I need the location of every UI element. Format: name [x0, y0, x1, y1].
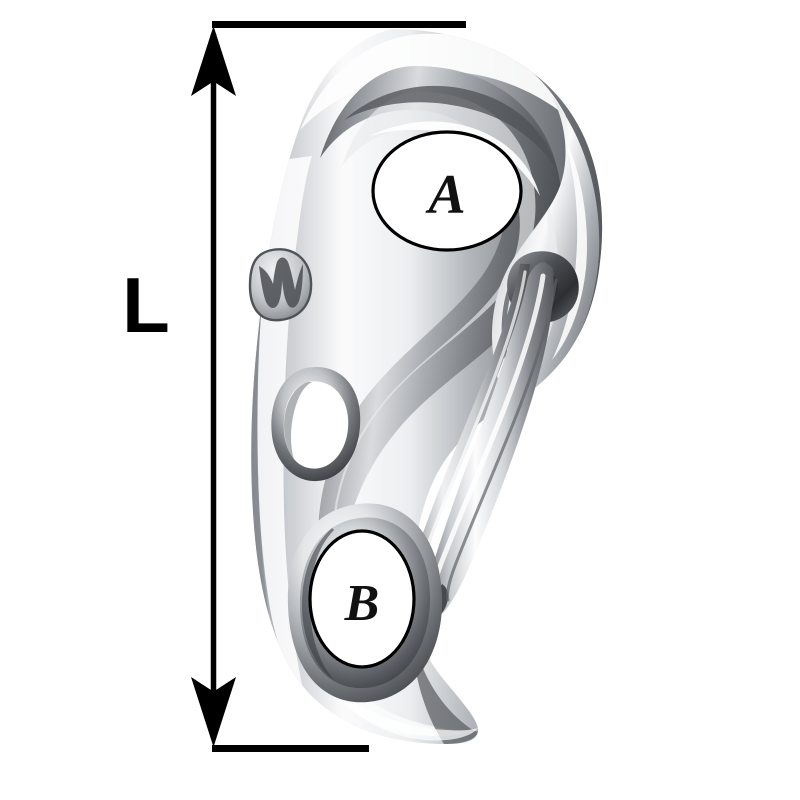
inner-channel: [318, 66, 563, 648]
lower-right-shadow: [409, 500, 478, 744]
dimension-line-length: L: [122, 21, 466, 752]
dimension-label-L: L: [122, 261, 170, 349]
arrowhead-up: [191, 26, 236, 118]
stamp-w-glyph: [259, 257, 303, 308]
middle-slot-inner-shadow: [284, 382, 312, 460]
crown-inner-shadow: [344, 85, 558, 172]
bottom-reflection: [348, 700, 478, 741]
callout-B-ellipse: [308, 529, 416, 669]
callout-A-ellipse: [371, 130, 523, 252]
nose-sheen: [530, 180, 559, 372]
gate-wire-shade-a: [446, 278, 558, 602]
lower-eye-rim-shadow: [302, 528, 334, 680]
callout-B-label: B: [344, 575, 380, 632]
wichard-w-stamp: [248, 248, 313, 322]
nose-bright-edge: [552, 126, 587, 360]
snap-hook-illustration: A B: [248, 29, 603, 744]
inner-channel-highlight: [332, 92, 536, 608]
crown-reflection-streak: [370, 121, 540, 196]
callout-B: B: [308, 529, 416, 669]
middle-slot-hole: [283, 381, 349, 469]
callout-A-label: A: [425, 164, 465, 226]
middle-slot: [271, 366, 361, 482]
callout-A: A: [371, 130, 523, 252]
crown-highlight: [300, 33, 566, 130]
arrowhead-down: [191, 655, 236, 747]
